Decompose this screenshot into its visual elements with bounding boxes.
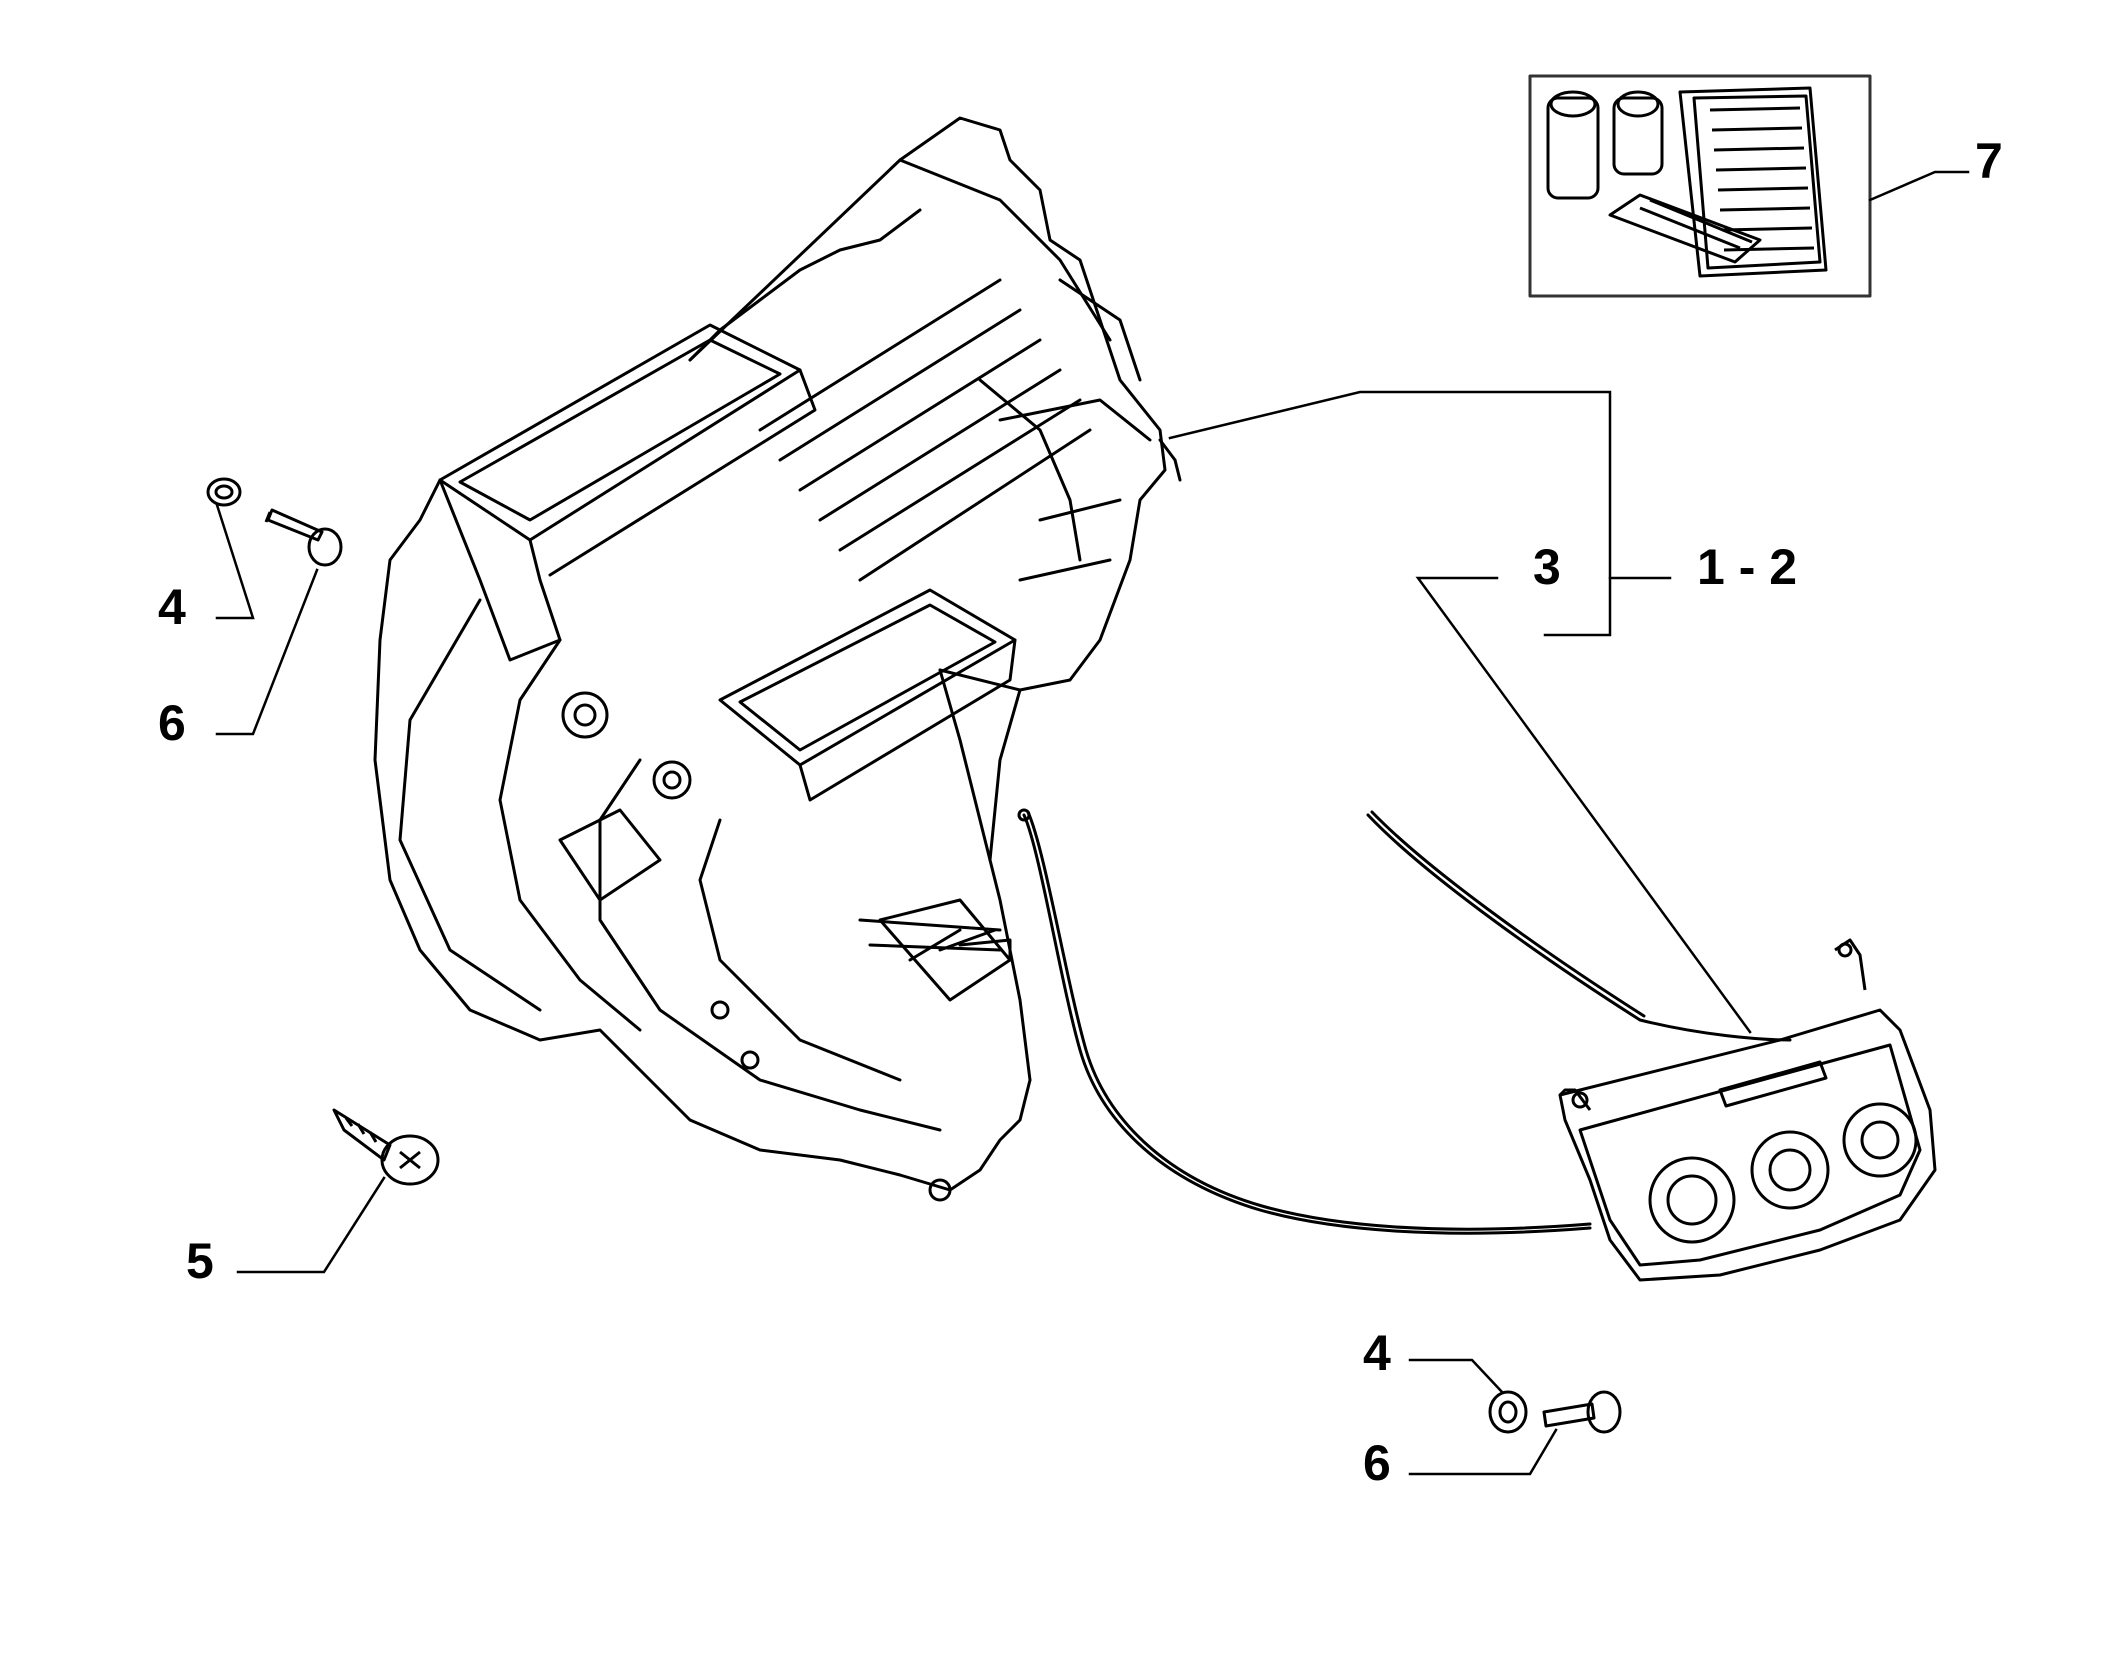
leader-lines [215,170,1970,1476]
callout-3: 3 [1533,539,1561,595]
heater-unit-icon [373,116,1182,1202]
callout-1-2: 1 - 2 [1697,539,1798,595]
callout-4-left: 4 [158,579,186,635]
callout-6-right: 6 [1363,1435,1391,1491]
screw-icon [1542,1390,1622,1434]
callout-4-right: 4 [1363,1325,1391,1381]
self-tapping-screw-icon [332,1108,440,1186]
callout-6-left: 6 [158,695,186,751]
control-panel-icon [1558,938,1937,1282]
washer-icon [206,477,242,507]
cable-icon [1017,808,1792,1235]
filter-kit-icon [1528,74,1872,298]
washer-icon [1488,1390,1528,1434]
screw-icon [264,508,343,567]
callout-7: 7 [1975,133,2003,189]
callout-5: 5 [186,1233,214,1289]
